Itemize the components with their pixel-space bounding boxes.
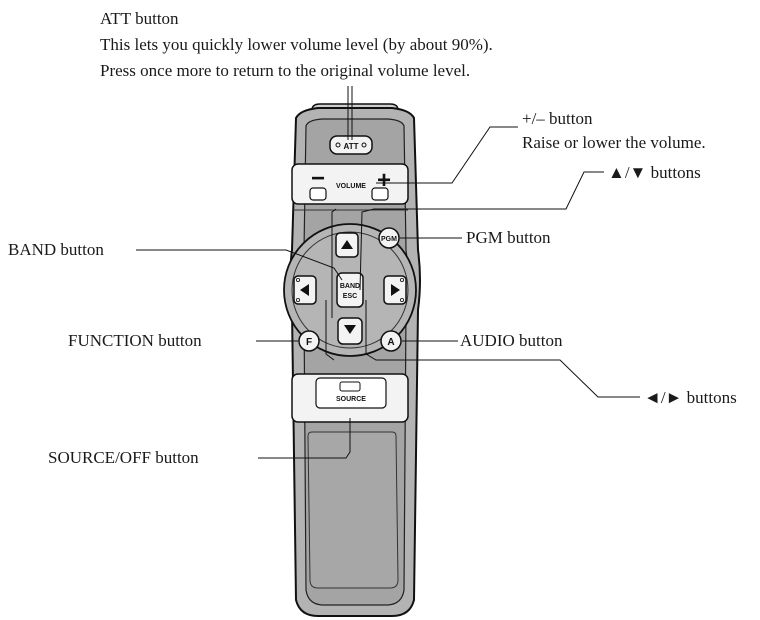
- band-label: BAND: [340, 283, 360, 290]
- att-led-left: [335, 142, 341, 148]
- pgm-button[interactable]: [378, 227, 400, 249]
- volume-minus-glyph: −: [311, 165, 325, 192]
- leader-band: [136, 249, 343, 281]
- band-callout: BAND button: [8, 240, 104, 259]
- leader-leftright: [365, 300, 640, 398]
- source-led: [339, 381, 361, 392]
- leader-volume: [376, 126, 518, 184]
- att-button[interactable]: [329, 135, 373, 155]
- audio-button[interactable]: [380, 330, 402, 352]
- leftright-callout: ◄/► buttons: [644, 388, 737, 407]
- leader-updown-2: [331, 208, 337, 318]
- leader-updown: [359, 171, 604, 291]
- att-callout-title: ATT button: [100, 9, 179, 28]
- volume-label: VOLUME: [336, 183, 366, 190]
- function-button-label: F: [306, 337, 312, 348]
- band-esc-button[interactable]: [336, 272, 364, 308]
- pgm-button-label: PGM: [381, 236, 397, 243]
- leader-lines: [136, 86, 640, 459]
- right-dot-bottom: [399, 297, 404, 302]
- lower-panel: [307, 431, 399, 589]
- pgm-callout: PGM button: [466, 228, 551, 247]
- source-callout: SOURCE/OFF button: [48, 448, 199, 467]
- volume-plus-button[interactable]: [371, 187, 389, 201]
- updown-callout: ▲/▼ buttons: [608, 163, 701, 182]
- function-button[interactable]: [298, 330, 320, 352]
- att-led-right: [361, 142, 367, 148]
- att-callout-line1: This lets you quickly lower volume level…: [100, 35, 493, 54]
- left-dot-top: [295, 277, 300, 282]
- att-callout-line2: Press once more to return to the origina…: [100, 61, 471, 80]
- volume-callout-desc: Raise or lower the volume.: [522, 133, 706, 152]
- leader-leftright-2: [325, 300, 335, 361]
- source-button-label: SOURCE: [336, 396, 366, 403]
- esc-label: ESC: [343, 293, 357, 300]
- leader-source: [258, 418, 351, 459]
- left-arrow-icon: [300, 284, 309, 296]
- control-ring-inner: [291, 231, 409, 349]
- audio-callout: AUDIO button: [460, 331, 563, 350]
- volume-callout-title: +/– button: [522, 109, 593, 128]
- left-dot-bottom: [295, 297, 300, 302]
- right-dot-top: [399, 277, 404, 282]
- volume-plus-glyph: +: [377, 167, 391, 194]
- audio-button-label: A: [387, 337, 394, 348]
- right-arrow-icon: [391, 284, 400, 296]
- source-button[interactable]: [315, 377, 387, 409]
- down-arrow-icon: [344, 325, 356, 334]
- volume-minus-button[interactable]: [309, 187, 327, 201]
- up-arrow-icon: [341, 240, 353, 249]
- function-callout: FUNCTION button: [68, 331, 202, 350]
- att-button-label: ATT: [344, 142, 359, 151]
